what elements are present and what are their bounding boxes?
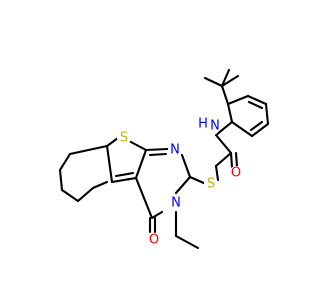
bond — [214, 120, 234, 137]
bond — [264, 102, 270, 126]
ring-n-ethyl-nitrogen-label: N — [171, 196, 181, 211]
molecule-structure-diagram: S N N S O O H N — [58, 68, 270, 250]
bond — [134, 148, 148, 180]
ring-carbonyl-oxygen-atom: O — [147, 233, 161, 248]
pyrimidine-nitrogen-label: N — [170, 143, 180, 158]
bond — [220, 84, 230, 106]
bond — [180, 153, 192, 179]
atom-label-layer: S N N S O O H N — [117, 116, 243, 248]
bond — [174, 234, 200, 250]
bond — [110, 176, 138, 184]
ring-carbonyl-oxygen-label: O — [149, 233, 159, 248]
bond — [220, 68, 231, 88]
bond — [60, 188, 80, 203]
bond — [58, 152, 72, 172]
bond — [249, 120, 264, 132]
bond-layer — [58, 68, 270, 250]
pyrimidine-nitrogen-atom: N — [168, 143, 182, 158]
bond — [250, 122, 270, 138]
bond — [226, 94, 250, 106]
bond — [58, 168, 64, 192]
bond — [226, 102, 234, 124]
thiophene-sulfur-label: S — [120, 131, 128, 146]
amide-hydrogen-label: H — [198, 117, 208, 132]
bond — [91, 180, 109, 190]
amide-oxygen-label: O — [231, 166, 241, 181]
bond — [229, 151, 234, 169]
bond — [174, 175, 192, 195]
thioether-sulfur-label: S — [207, 177, 215, 192]
bond — [230, 120, 254, 138]
bond — [76, 186, 95, 203]
bond — [220, 74, 240, 88]
bond — [214, 164, 220, 182]
bond — [203, 76, 224, 88]
bond — [214, 151, 233, 168]
bond — [105, 136, 120, 148]
bond — [105, 144, 114, 184]
bond — [144, 147, 170, 152]
ring-n-ethyl-nitrogen-atom: N — [169, 196, 183, 211]
bond — [188, 175, 208, 186]
bond — [148, 152, 168, 157]
bond — [150, 210, 164, 220]
thiophene-sulfur-atom: S — [117, 131, 131, 146]
amide-nitrogen-atom: H N — [198, 116, 220, 136]
bond — [114, 171, 135, 178]
bond — [247, 100, 264, 110]
amide-oxygen-atom: O — [229, 166, 243, 181]
amide-nitrogen-label: N — [210, 119, 220, 134]
bond — [234, 151, 239, 169]
bond — [214, 133, 233, 155]
bond — [246, 94, 268, 106]
bond — [134, 176, 154, 220]
thioether-sulfur-atom: S — [204, 177, 218, 192]
bond — [68, 144, 109, 156]
bond — [127, 139, 148, 152]
